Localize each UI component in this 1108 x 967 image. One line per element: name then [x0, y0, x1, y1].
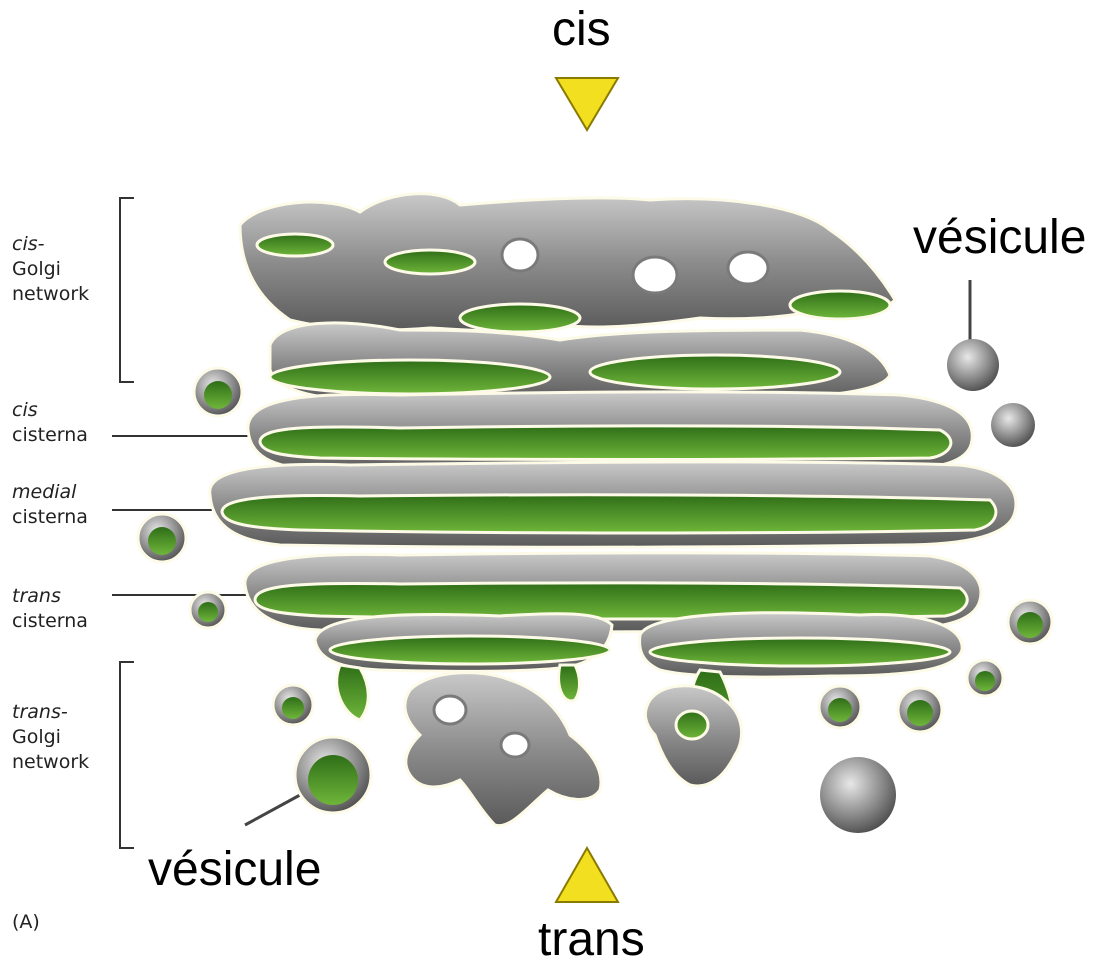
vesicle [138, 514, 186, 562]
vesicle-label-top: vésicule [913, 210, 1086, 265]
cis-golgi-network-label: cis- Golgi network [12, 232, 89, 307]
cis-label: cis [552, 2, 611, 57]
cis-golgi-lower [270, 323, 890, 401]
vesicle-bottom-pointer [245, 795, 300, 825]
vesicle [295, 737, 371, 813]
vesicle-solid [820, 757, 896, 833]
vesicle [898, 688, 942, 732]
trans-golgi-network-label: trans- Golgi network [12, 700, 89, 775]
vesicle [194, 368, 242, 416]
vesicle [190, 592, 226, 628]
vesicle [967, 660, 1003, 696]
medial-cisterna-label: medial cisterna [12, 480, 88, 530]
trans-golgi-bracket [120, 662, 134, 848]
cis-cisterna-label: cis cisterna [12, 398, 88, 448]
vesicle [819, 686, 861, 728]
medial-cisterna [210, 462, 1016, 547]
trans-label: trans [538, 912, 645, 967]
trans-arrow-icon [556, 848, 618, 902]
vesicle-solid [991, 403, 1035, 447]
panel-marker: (A) [12, 910, 40, 935]
trans-cisterna-label: trans cisterna [12, 584, 88, 634]
cis-arrow-icon [556, 78, 618, 130]
cis-cisterna [248, 392, 972, 472]
vesicle [1008, 600, 1052, 644]
vesicle-solid [947, 339, 999, 391]
cis-golgi-network [240, 194, 895, 332]
vesicle-label-bottom: vésicule [148, 842, 321, 897]
cis-golgi-bracket [120, 198, 134, 382]
vesicle [273, 685, 313, 725]
